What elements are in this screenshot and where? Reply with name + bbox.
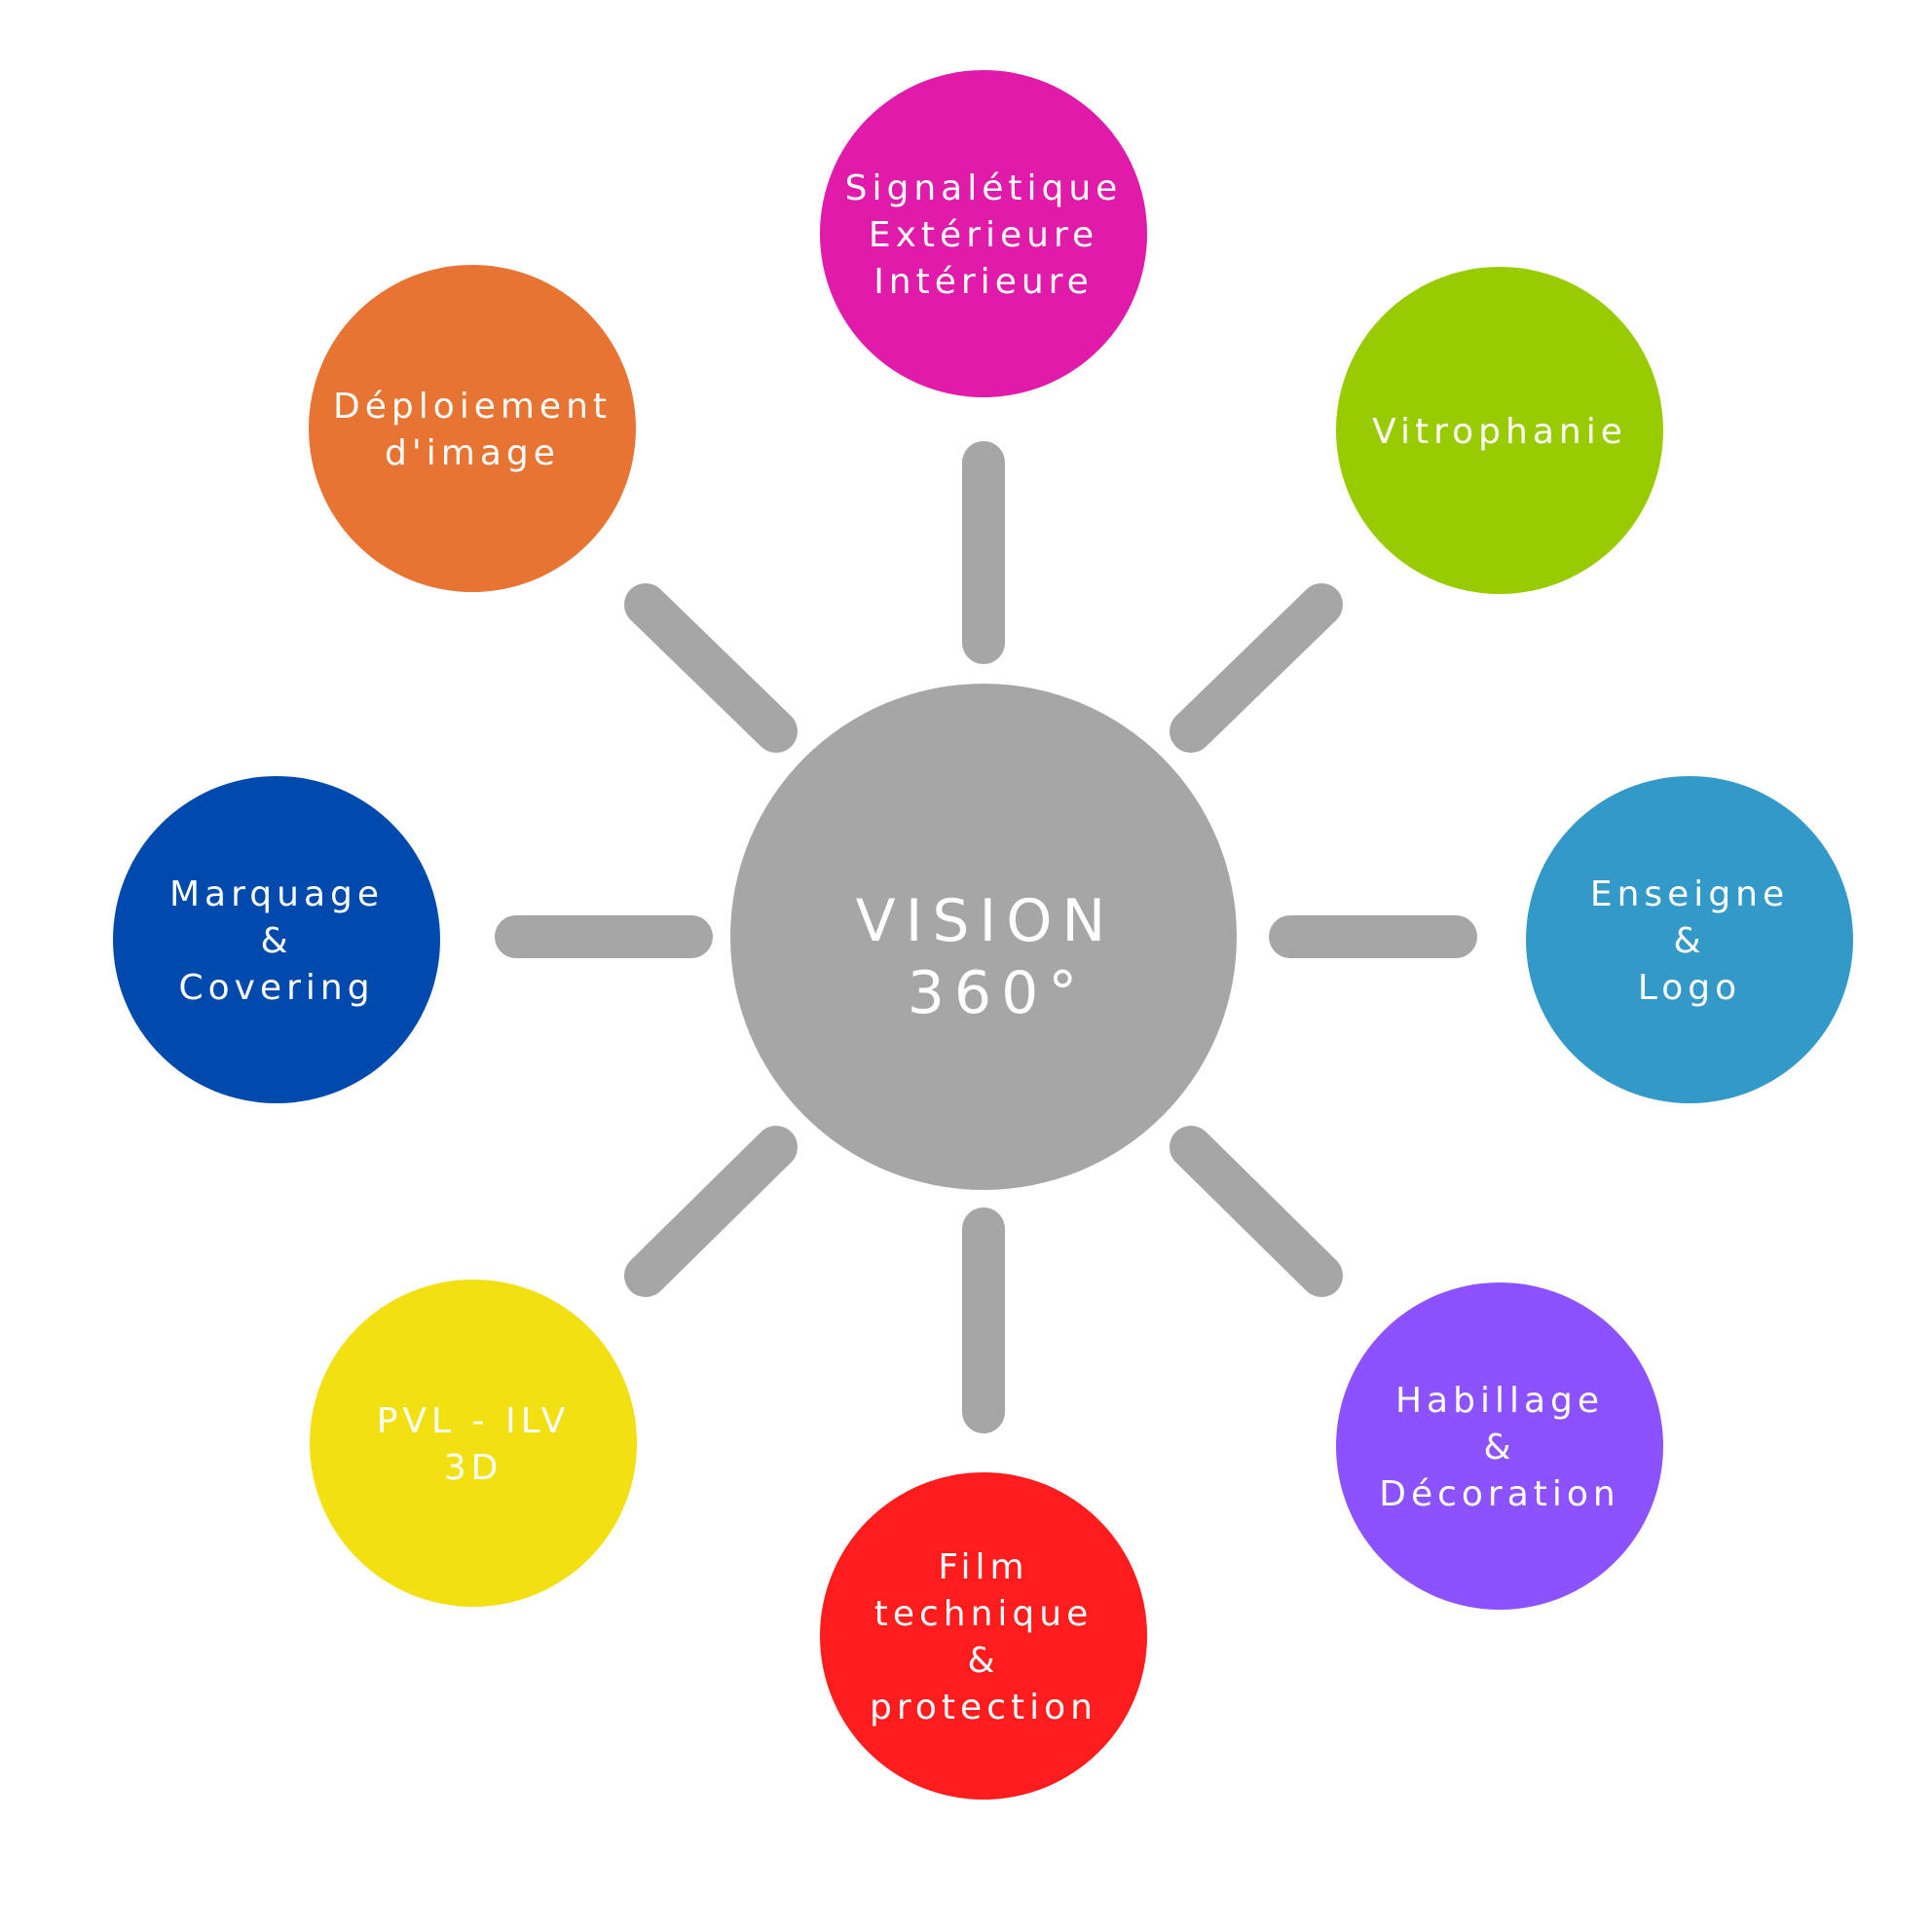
spokes	[495, 441, 1477, 1433]
node-label-habillage-decoration-line-3: Décoration	[1379, 1474, 1620, 1514]
node-label-habillage-decoration-line-2: &	[1483, 1428, 1515, 1468]
node-label-film-technique-line-1: Film	[938, 1547, 1028, 1587]
spoke-2	[1170, 583, 1343, 753]
node-label-vitrophanie-line-1: Vitrophanie	[1372, 412, 1627, 452]
node-label-enseigne-logo-line-3: Logo	[1638, 968, 1741, 1008]
nodes: SignalétiqueExtérieureIntérieureVitropha…	[113, 70, 1853, 1800]
node-label-enseigne-logo-line-1: Enseigne	[1590, 874, 1789, 914]
hub-circle	[730, 684, 1237, 1190]
node-film-technique: Film technique & protection	[820, 1472, 1147, 1800]
hub-line-2: 360°	[908, 959, 1088, 1027]
node-marquage-covering: Marquage & Covering	[113, 776, 440, 1103]
node-circle-film-technique	[820, 1472, 1147, 1800]
node-enseigne-logo: Enseigne & Logo	[1526, 776, 1853, 1103]
spoke-8	[624, 583, 798, 753]
spoke-4	[1170, 1126, 1343, 1297]
node-circle-habillage-decoration	[1336, 1282, 1663, 1610]
node-circle-vitrophanie	[1336, 267, 1663, 594]
node-label-pvl-ilv-line-1: PVL - ILV	[377, 1401, 571, 1441]
node-label-film-technique-line-3: &	[967, 1641, 999, 1681]
node-pvl-ilv: PVL - ILV 3D	[310, 1280, 637, 1607]
node-label-deploiement-image-line-1: Déploiement	[333, 387, 612, 427]
node-label-habillage-decoration-line-1: Habillage	[1395, 1381, 1604, 1421]
node-circle-pvl-ilv	[310, 1280, 637, 1607]
node-label-film-technique-line-4: protection	[870, 1688, 1097, 1728]
node-label-signaletique-line-2: Extérieure	[869, 215, 1098, 255]
node-label-marquage-covering-line-2: &	[260, 921, 292, 961]
node-label-deploiement-image-line-2: d'image	[385, 433, 560, 473]
node-label-marquage-covering-line-1: Marquage	[169, 874, 384, 914]
node-label-enseigne-logo-line-2: &	[1673, 921, 1705, 961]
node-label-pvl-ilv-line-2: 3D	[444, 1448, 503, 1488]
node-circle-enseigne-logo	[1526, 776, 1853, 1103]
node-circle-signaletique	[820, 70, 1147, 397]
spoke-6	[624, 1126, 798, 1297]
node-vitrophanie: Vitrophanie	[1336, 267, 1663, 594]
node-label-signaletique-line-3: Intérieure	[873, 262, 1094, 302]
hub: VISION 360°	[730, 684, 1237, 1190]
node-circle-deploiement-image	[309, 265, 636, 592]
node-deploiement-image: Déploiement d'image	[309, 265, 636, 592]
node-label-signaletique-line-1: Signalétique	[845, 168, 1123, 208]
node-label-film-technique-line-2: technique	[874, 1594, 1094, 1634]
node-circle-marquage-covering	[113, 776, 440, 1103]
node-habillage-decoration: Habillage & Décoration	[1336, 1282, 1663, 1610]
hub-line-1: VISION	[856, 887, 1116, 955]
node-label-marquage-covering-line-3: Covering	[178, 968, 374, 1008]
